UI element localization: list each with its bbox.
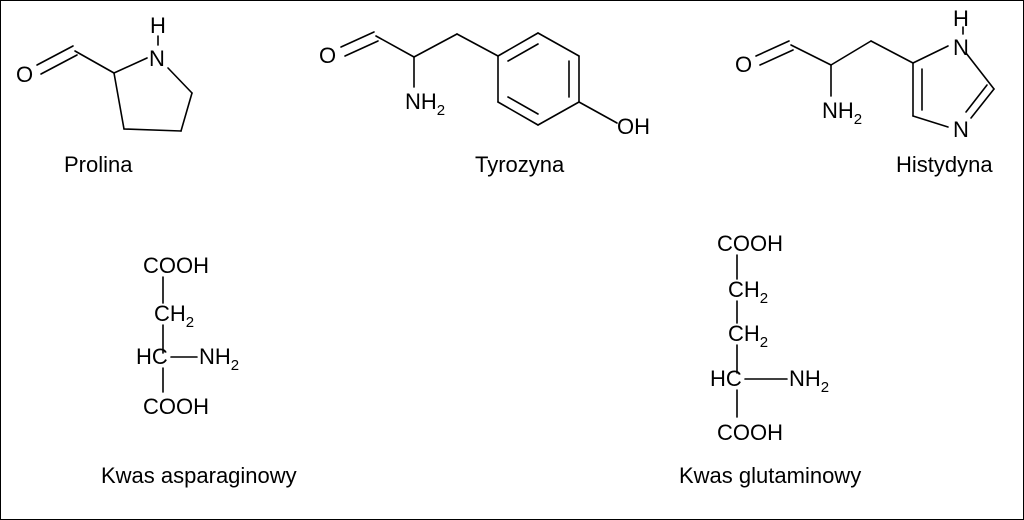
bond — [497, 32, 539, 57]
bond — [375, 35, 415, 58]
bond — [180, 92, 193, 132]
molecule-name-prolina: Prolina — [64, 152, 133, 177]
bond — [123, 128, 182, 132]
atom-h: H — [150, 13, 166, 38]
atom-o: O — [319, 43, 336, 68]
bond — [537, 32, 580, 57]
bond — [456, 33, 499, 57]
bond — [507, 43, 539, 62]
bond — [759, 49, 794, 66]
bond — [340, 31, 375, 48]
label-cooh-bottom: COOH — [717, 420, 783, 445]
label-hc: HC — [710, 366, 742, 391]
molecule-tyrozyna: O NH2 OH Tyrozyna — [319, 31, 650, 177]
atom-o: O — [735, 52, 752, 77]
bond — [74, 50, 115, 74]
atom-nh: NH2 — [822, 98, 862, 128]
atom-nh: NH2 — [405, 89, 445, 119]
label-cooh-top: COOH — [143, 253, 209, 278]
bond — [578, 101, 618, 124]
bond — [36, 45, 74, 66]
bond — [870, 40, 914, 64]
label-ch2: CH2 — [154, 301, 194, 331]
bond — [537, 101, 580, 126]
bond — [790, 44, 832, 66]
atom-ring-n-bottom: N — [953, 117, 969, 142]
bond — [507, 96, 539, 115]
molecule-prolina: O N H Prolina — [16, 13, 193, 177]
molecule-kwas-glutaminowy: COOH CH2 CH2 HC NH2 COOH Kwas glutaminow… — [679, 231, 861, 488]
label-ch2-2: CH2 — [728, 321, 768, 351]
bond — [912, 45, 949, 64]
label-hc: HC — [136, 344, 168, 369]
bond — [830, 40, 872, 66]
bond — [912, 115, 949, 128]
bond — [970, 88, 995, 119]
molecule-name-tyrozyna: Tyrozyna — [475, 152, 565, 177]
label-cooh-bottom: COOH — [143, 394, 209, 419]
atom-ring-h: H — [953, 6, 969, 31]
label-cooh-top: COOH — [717, 231, 783, 256]
molecule-kwas-asparaginowy: COOH CH2 HC NH2 COOH Kwas asparaginowy — [101, 253, 297, 488]
label-nh2: NH2 — [199, 344, 239, 374]
label-ch2-1: CH2 — [728, 277, 768, 307]
bond — [965, 52, 995, 90]
bond — [113, 72, 125, 130]
molecule-histydyna: O NH2 H N N Histydyna — [735, 6, 995, 177]
molecule-name-histydyna: Histydyna — [896, 152, 993, 177]
bond — [755, 40, 790, 57]
molecule-name-kwas-glutaminowy: Kwas glutaminowy — [679, 463, 861, 488]
atom-ring-n-top: N — [953, 35, 969, 60]
bond — [497, 101, 539, 126]
atom-oh: OH — [617, 114, 650, 139]
bond — [167, 67, 193, 94]
atom-n: N — [149, 46, 165, 71]
bond — [344, 40, 379, 57]
atom-o: O — [16, 62, 33, 87]
bond — [40, 54, 78, 75]
label-nh2: NH2 — [789, 366, 829, 396]
molecule-name-kwas-asparaginowy: Kwas asparaginowy — [101, 463, 297, 488]
bond — [413, 33, 458, 58]
bond — [965, 84, 988, 113]
bond — [113, 57, 148, 74]
